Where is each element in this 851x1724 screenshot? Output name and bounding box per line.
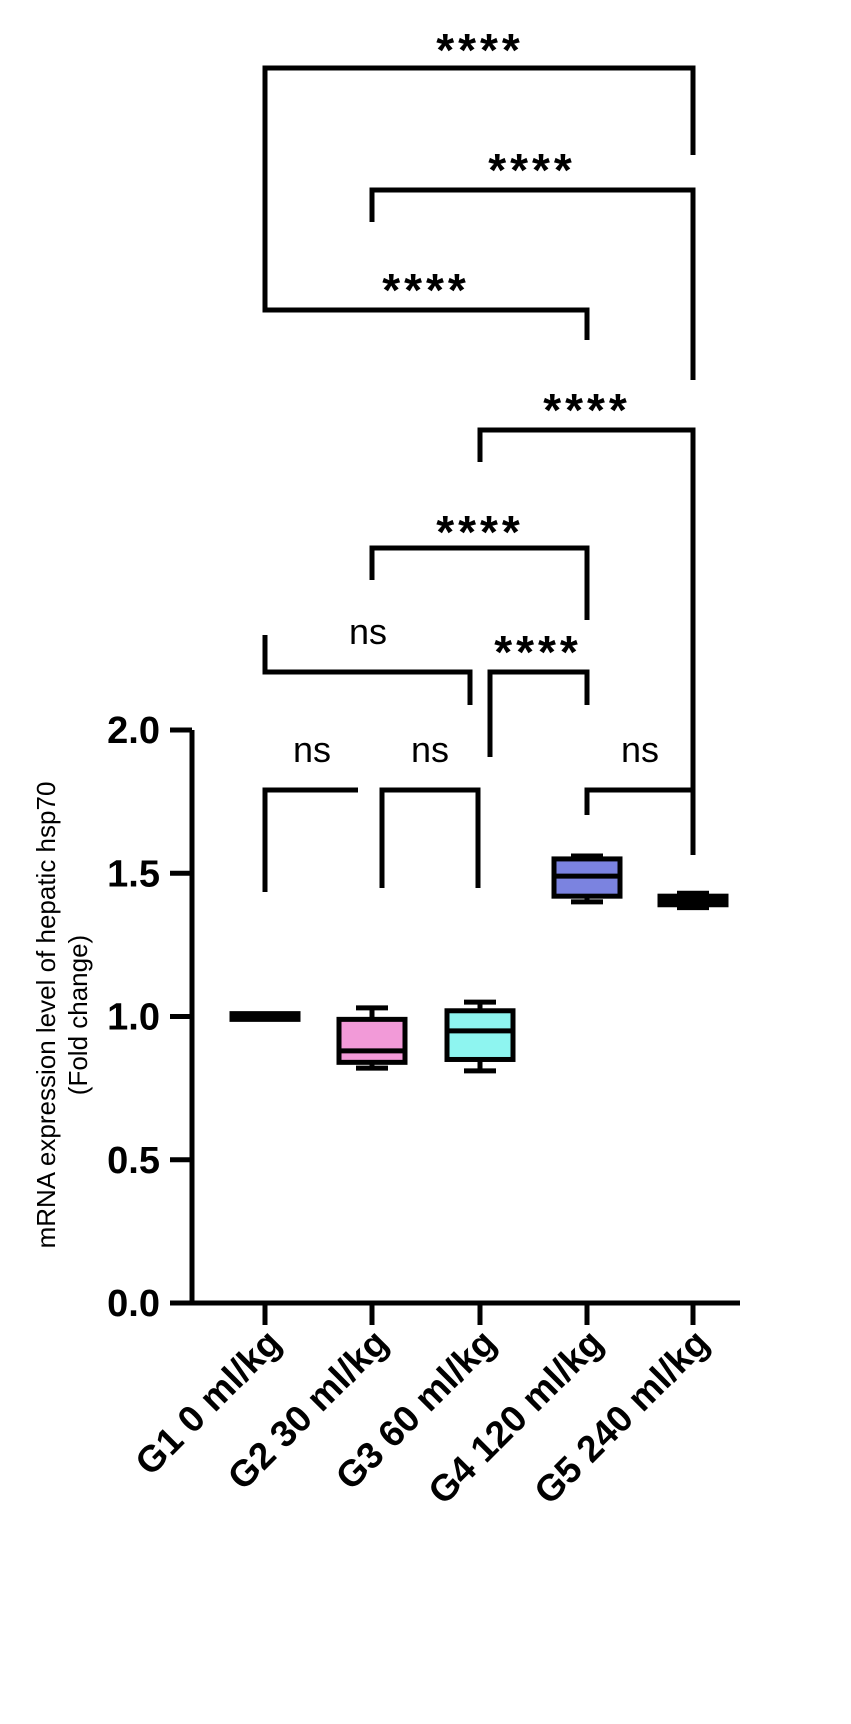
box-5	[657, 890, 729, 911]
bracket-line	[262, 270, 590, 340]
significance-label: ****	[382, 264, 470, 316]
box-1	[229, 1011, 301, 1022]
bracket-line	[369, 187, 696, 380]
bracket-line	[262, 65, 696, 272]
comparison-bracket: ns	[379, 729, 481, 888]
significance-label: ****	[436, 506, 524, 558]
y-tick-label: 0.5	[107, 1140, 160, 1182]
bracket-line	[369, 545, 590, 620]
ns-label: ns	[293, 729, 331, 770]
y-tick-label: 1.5	[107, 853, 160, 895]
box-3	[444, 999, 516, 1074]
box-iqr	[336, 1016, 408, 1065]
comparison-bracket: ****	[262, 264, 590, 340]
significance-label: ****	[494, 626, 582, 678]
y-tick-label: 0.0	[107, 1283, 160, 1325]
y-axis-title-line2: (Fold change)	[63, 935, 93, 1095]
bracket-line	[584, 787, 696, 855]
significance-label: ****	[543, 384, 631, 436]
comparison-bracket: ****	[262, 24, 696, 272]
y-tick-label: 2.0	[107, 710, 160, 752]
bracket-line	[487, 669, 590, 757]
bracket-line	[477, 427, 696, 840]
comparison-bracket: ns	[262, 729, 358, 892]
comparison-bracket: ****	[369, 144, 696, 380]
bracket-line	[262, 635, 473, 705]
ns-label: ns	[411, 729, 449, 770]
comparison-bracket: ****	[477, 384, 696, 840]
box-iqr	[444, 1008, 516, 1062]
box-2	[336, 1005, 408, 1071]
y-axis-title-line1: mRNA expression level of hepatic hsp70	[31, 782, 61, 1249]
ns-label: ns	[349, 611, 387, 652]
y-axis-title: mRNA expression level of hepatic hsp70 (…	[31, 782, 93, 1249]
significance-brackets: ns ns ns ns **** **** **** **** **** ****	[262, 24, 696, 892]
comparison-bracket: ns	[262, 611, 473, 705]
boxes	[229, 853, 729, 1074]
y-ticks: 0.0 0.5 1.0 1.5 2.0	[107, 710, 192, 1325]
comparison-bracket: ns	[584, 729, 696, 855]
bracket-line	[379, 787, 481, 888]
ns-label: ns	[621, 729, 659, 770]
significance-label: ****	[436, 24, 524, 76]
significance-label: ****	[488, 144, 576, 196]
comparison-bracket: ****	[487, 626, 590, 757]
y-tick-label: 1.0	[107, 997, 160, 1039]
bracket-line	[262, 787, 358, 892]
box-4	[551, 853, 623, 905]
comparison-bracket: ****	[369, 506, 590, 620]
